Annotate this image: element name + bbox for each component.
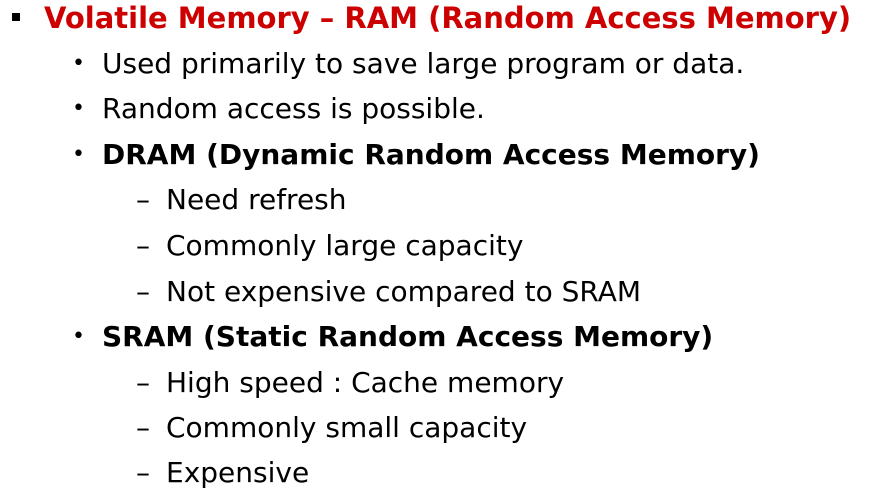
dash-icon: – bbox=[136, 183, 150, 216]
list-item-text: DRAM (Dynamic Random Access Memory) bbox=[102, 138, 760, 171]
slide-heading: Volatile Memory – RAM (Random Access Mem… bbox=[12, 4, 851, 33]
sub-item: –Need refresh bbox=[136, 186, 347, 214]
sub-item-text: Expensive bbox=[166, 456, 310, 489]
sub-item: –Expensive bbox=[136, 459, 309, 487]
sub-item-text: Not expensive compared to SRAM bbox=[166, 275, 642, 308]
square-bullet-icon bbox=[12, 13, 20, 21]
dash-icon: – bbox=[136, 275, 150, 308]
dash-icon: – bbox=[136, 456, 150, 489]
bullet-icon: • bbox=[72, 51, 85, 76]
bullet-icon: • bbox=[72, 324, 85, 349]
sub-item-text: Need refresh bbox=[166, 183, 347, 216]
bullet-icon: • bbox=[72, 96, 85, 121]
list-item-dram: • DRAM (Dynamic Random Access Memory) bbox=[72, 141, 760, 169]
sub-item-text: Commonly small capacity bbox=[166, 411, 528, 444]
slide-heading-text: Volatile Memory – RAM (Random Access Mem… bbox=[44, 1, 852, 35]
dash-icon: – bbox=[136, 229, 150, 262]
list-item-sram: • SRAM (Static Random Access Memory) bbox=[72, 323, 713, 351]
list-item: • Used primarily to save large program or… bbox=[72, 50, 744, 78]
sub-item-text: Commonly large capacity bbox=[166, 229, 524, 262]
sub-item-text: High speed : Cache memory bbox=[166, 366, 565, 399]
dash-icon: – bbox=[136, 366, 150, 399]
sub-item: –High speed : Cache memory bbox=[136, 369, 564, 397]
dash-icon: – bbox=[136, 411, 150, 444]
bullet-icon: • bbox=[72, 142, 85, 167]
list-item-text: SRAM (Static Random Access Memory) bbox=[102, 320, 714, 353]
sub-item: –Commonly small capacity bbox=[136, 414, 527, 442]
list-item-text: Used primarily to save large program or … bbox=[102, 47, 745, 80]
sub-item: –Not expensive compared to SRAM bbox=[136, 278, 641, 306]
list-item-text: Random access is possible. bbox=[102, 92, 485, 125]
list-item: • Random access is possible. bbox=[72, 95, 485, 123]
sub-item: –Commonly large capacity bbox=[136, 232, 523, 260]
